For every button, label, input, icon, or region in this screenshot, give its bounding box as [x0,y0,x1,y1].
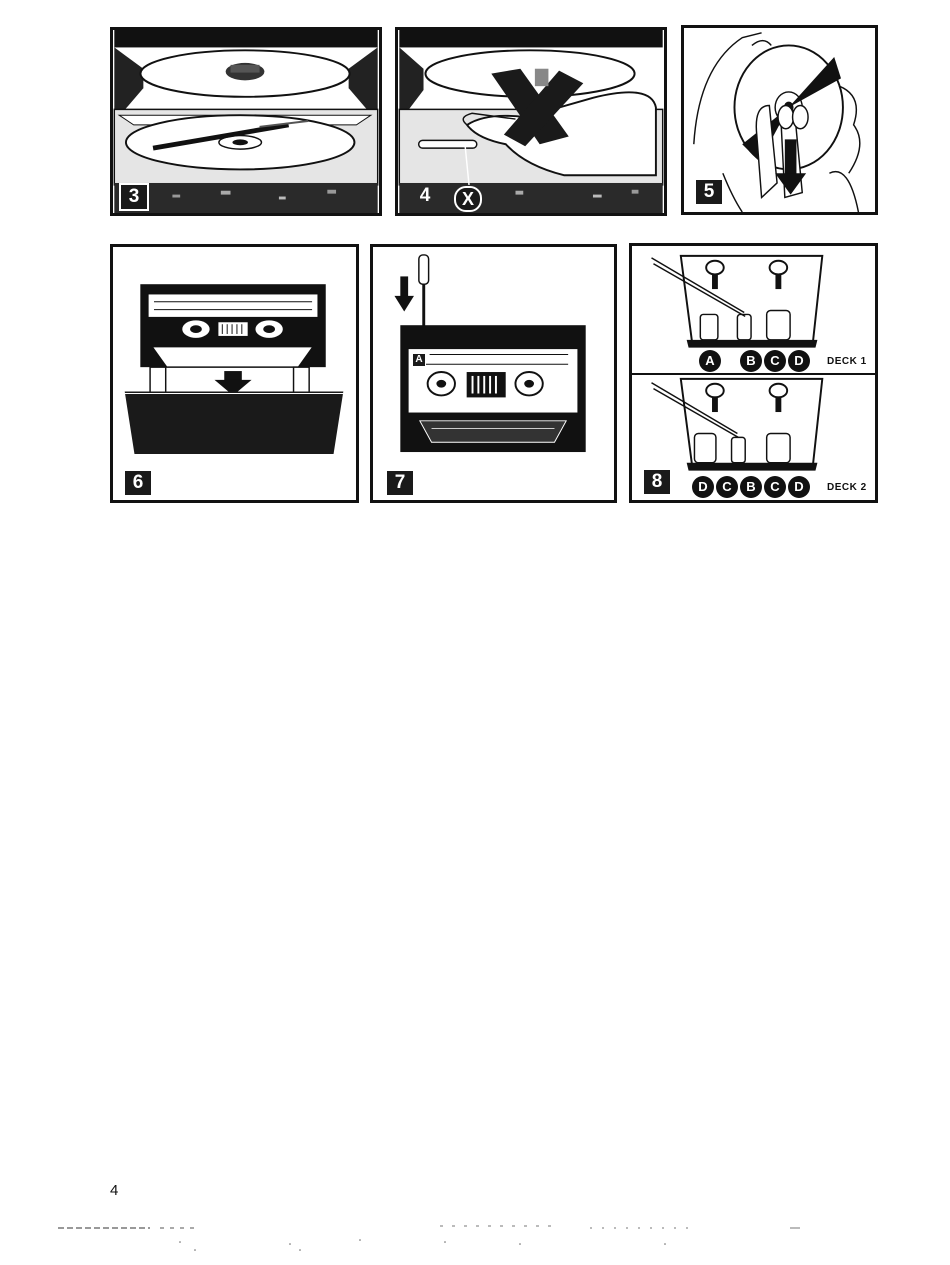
figure-7-tighten-tape: A 7 [370,244,617,503]
deck1-head-label: D [788,350,810,372]
figure-8-clean-heads: A B C D DECK 1 D C B C D DECK 2 8 [629,243,878,503]
cassette-side-label: A [412,353,426,367]
figure-3-illustration [113,30,379,213]
deck2-head-label: C [764,476,786,498]
page-number: 4 [110,1182,118,1199]
deck1-head-label: B [740,350,762,372]
figure-3-cd-tray: 3 [110,27,382,216]
figure-8-number: 8 [642,468,672,496]
figure-6-illustration [113,247,356,500]
figure-5-hold-disc: 5 [681,25,878,215]
deck2-head-label: C [716,476,738,498]
deck2-head-label: D [692,476,714,498]
figure-4-x-marker: X [454,186,482,212]
deck2-label: DECK 2 [827,482,867,493]
deck1-head-label: A [699,350,721,372]
figure-3-number: 3 [119,183,149,211]
deck1-head-label: C [764,350,786,372]
figure-6-number: 6 [123,469,153,497]
deck1-label: DECK 1 [827,356,867,367]
deck2-head-label: B [740,476,762,498]
figure-7-number: 7 [385,469,415,497]
figure-7-illustration [373,247,614,500]
deck2-head-label: D [788,476,810,498]
figure-5-number: 5 [694,178,724,206]
deck-divider [632,373,875,375]
figure-4-number: 4 [412,184,438,208]
scan-noise-decoration [0,1220,950,1265]
figure-6-insert-cassette: 6 [110,244,359,503]
figure-4-do-not-touch: 4 X [395,27,667,216]
